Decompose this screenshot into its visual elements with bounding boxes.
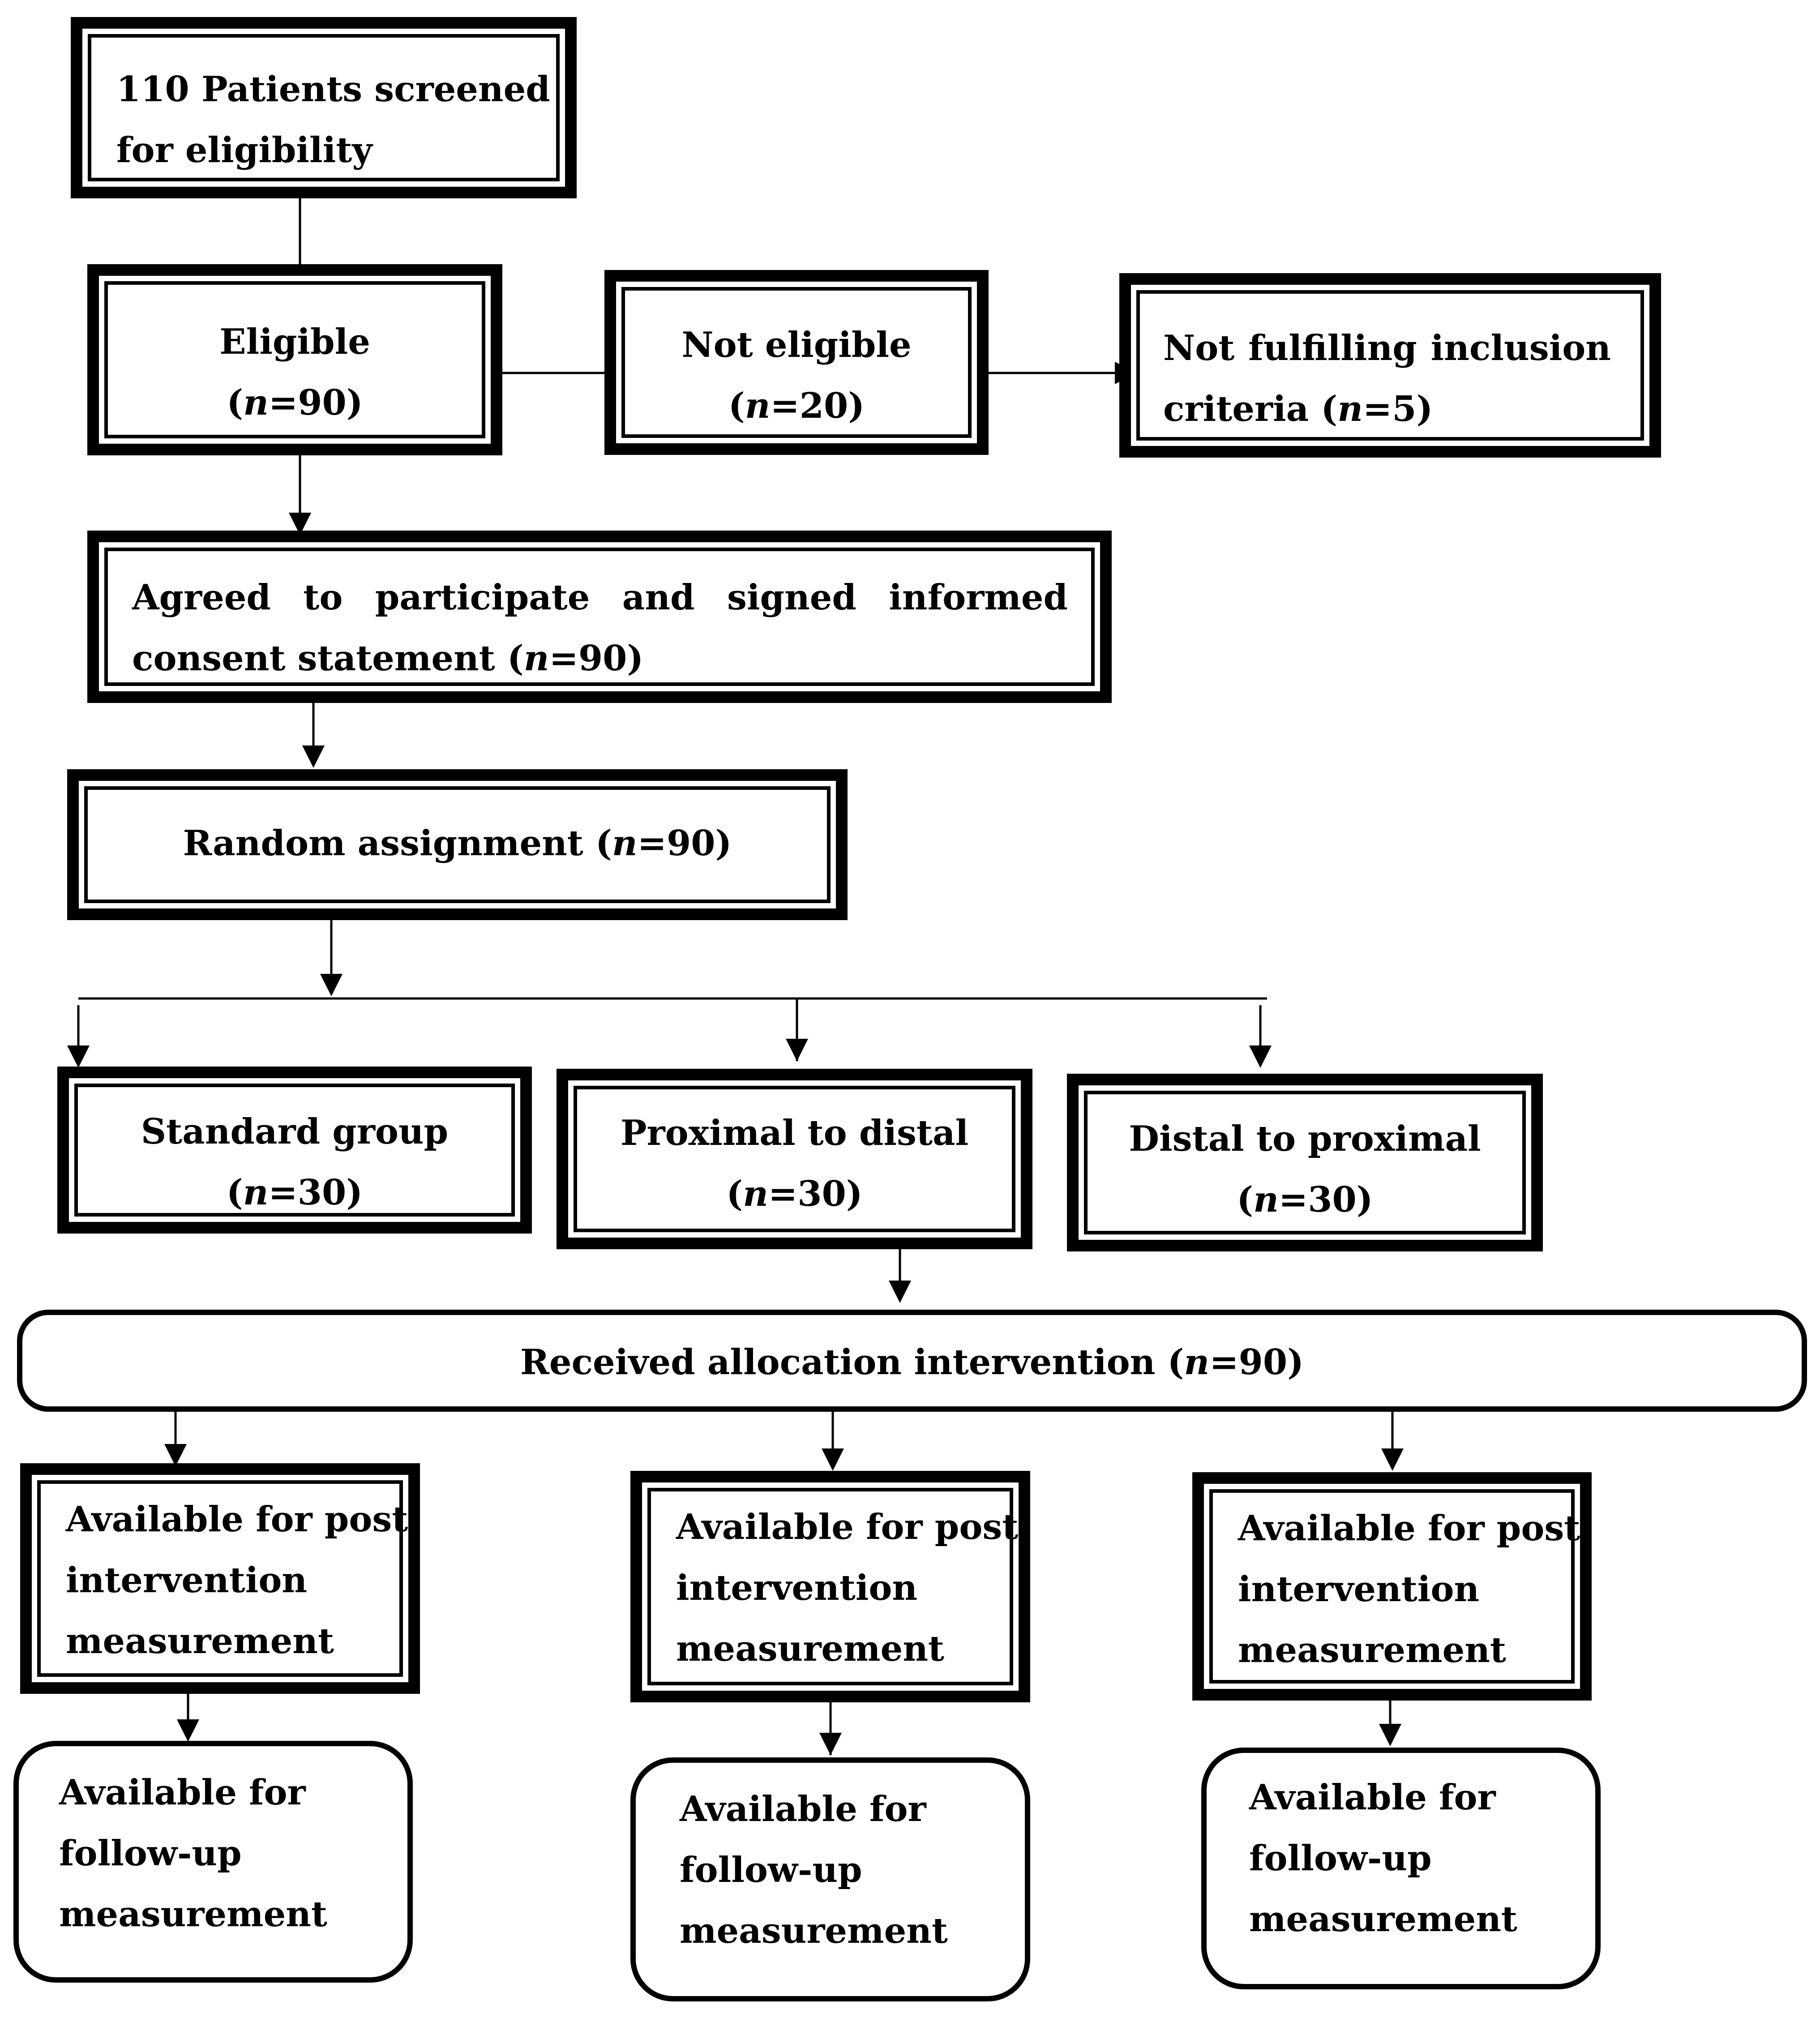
screened-text: 110 Patients screened for eligibility bbox=[116, 69, 550, 171]
not-fulfilling-box: Not fulfilling inclusion criteria (n=5) bbox=[1119, 273, 1661, 458]
distal-count: (n=30) bbox=[1079, 1170, 1531, 1230]
standard-group-label: Standard group ( bbox=[141, 1111, 449, 1213]
screened-box: 110 Patients screened for eligibility bbox=[71, 17, 577, 198]
eligible-label: Eligible bbox=[219, 321, 370, 362]
not-fulfilling-rest: =5) bbox=[1362, 389, 1433, 429]
followup-line-2: follow-up bbox=[59, 1833, 242, 1874]
not-fulfilling-text: Not fulfilling inclusion criteria (n=5) bbox=[1163, 318, 1611, 440]
n-symbol: n bbox=[243, 382, 269, 423]
arrowhead bbox=[1249, 1045, 1272, 1068]
received-text: Received allocation intervention (n=90) bbox=[22, 1332, 1802, 1393]
arrowhead bbox=[177, 1719, 199, 1742]
arrowhead bbox=[822, 1448, 844, 1471]
n-symbol: n bbox=[745, 386, 771, 426]
followup-line-3: measurement bbox=[680, 1911, 948, 1951]
random-rest: =90) bbox=[637, 823, 732, 864]
received-main: Received allocation intervention ( bbox=[520, 1342, 1184, 1383]
post-line-1: Available for post bbox=[676, 1507, 1019, 1547]
proximal-label: Proximal to distal bbox=[620, 1113, 969, 1153]
post-line-3: measurement bbox=[1238, 1630, 1506, 1671]
followup-line-1: Available for bbox=[1249, 1777, 1496, 1818]
post-line-1: Available for post bbox=[1238, 1508, 1580, 1549]
follow-up-box-1: Available for follow-up measurement bbox=[13, 1741, 413, 1983]
not-eligible-label: Not eligible bbox=[681, 325, 912, 365]
n-symbol: n bbox=[1184, 1342, 1210, 1383]
proximal-count-rest: =30) bbox=[768, 1174, 863, 1214]
standard-group-box: Standard group (n=30) bbox=[57, 1067, 532, 1234]
arrowhead bbox=[786, 1039, 808, 1061]
arrowhead bbox=[819, 1733, 842, 1755]
post-intervention-box-1: Available for post intervention measurem… bbox=[20, 1463, 420, 1694]
agreed-box: Agreed to participate and signed informe… bbox=[87, 531, 1112, 703]
arrowhead bbox=[889, 1281, 911, 1303]
proximal-to-distal-box: Proximal to distal (n=30) bbox=[557, 1069, 1032, 1249]
follow-up-box-2: Available for follow-up measurement bbox=[630, 1757, 1030, 2001]
follow-up-box-3: Available for follow-up measurement bbox=[1201, 1748, 1601, 1989]
n-symbol: n bbox=[743, 1174, 768, 1214]
post-intervention-box-3: Available for post intervention measurem… bbox=[1192, 1472, 1592, 1701]
post-line-2: intervention bbox=[676, 1568, 918, 1608]
post-line-2: intervention bbox=[1238, 1569, 1480, 1610]
random-text: Random assignment (n=90) bbox=[79, 813, 836, 874]
post-intervention-box-2: Available for post intervention measurem… bbox=[630, 1471, 1030, 1702]
proximal-count: (n=30) bbox=[568, 1164, 1021, 1225]
eligible-box: Eligible (n=90) bbox=[87, 264, 502, 455]
post-line-3: measurement bbox=[676, 1628, 944, 1669]
random-assignment-box: Random assignment (n=90) bbox=[67, 769, 848, 920]
agreed-main: Agreed to participate and signed informe… bbox=[132, 577, 1068, 679]
not-eligible-count: (n=20) bbox=[728, 386, 865, 426]
followup-line-1: Available for bbox=[59, 1772, 306, 1813]
n-symbol: n bbox=[1253, 1179, 1279, 1220]
standard-group-rest: =30) bbox=[268, 1172, 363, 1213]
distal-label: Distal to proximal bbox=[1129, 1118, 1481, 1159]
followup-line-3: measurement bbox=[1249, 1899, 1517, 1940]
received-rest: =90) bbox=[1209, 1342, 1304, 1383]
n-symbol: n bbox=[612, 823, 638, 864]
arrowhead bbox=[67, 1045, 90, 1068]
arrowhead bbox=[164, 1444, 187, 1466]
arrowhead bbox=[320, 974, 343, 996]
post-line-1: Available for post bbox=[66, 1499, 408, 1540]
not-eligible-box: Not eligible (n=20) bbox=[604, 270, 989, 455]
proximal-count-open: ( bbox=[726, 1174, 743, 1214]
arrowhead bbox=[1379, 1724, 1401, 1746]
random-main: Random assignment ( bbox=[183, 823, 612, 864]
received-allocation-box: Received allocation intervention (n=90) bbox=[17, 1310, 1807, 1412]
followup-line-1: Available for bbox=[680, 1789, 926, 1829]
followup-line-3: measurement bbox=[59, 1894, 327, 1935]
post-line-3: measurement bbox=[66, 1621, 334, 1662]
agreed-text: Agreed to participate and signed informe… bbox=[132, 567, 1068, 689]
n-symbol: n bbox=[243, 1172, 269, 1213]
n-symbol: n bbox=[1337, 389, 1363, 429]
post-line-2: intervention bbox=[66, 1560, 308, 1601]
not-fulfilling-main: Not fulfilling inclusion criteria ( bbox=[1163, 328, 1611, 429]
distal-count-open: ( bbox=[1237, 1179, 1254, 1220]
agreed-rest: =90) bbox=[549, 638, 644, 679]
arrowhead bbox=[289, 513, 311, 535]
standard-group-text: Standard group (n=30) bbox=[69, 1101, 520, 1223]
arrowhead bbox=[1381, 1448, 1404, 1471]
distal-to-proximal-box: Distal to proximal (n=30) bbox=[1067, 1074, 1543, 1251]
n-symbol: n bbox=[523, 638, 549, 679]
followup-line-2: follow-up bbox=[680, 1850, 862, 1890]
distal-count-rest: =30) bbox=[1278, 1179, 1373, 1220]
arrowhead bbox=[302, 746, 325, 768]
eligible-count: (n=90) bbox=[227, 382, 363, 423]
followup-line-2: follow-up bbox=[1249, 1838, 1432, 1879]
